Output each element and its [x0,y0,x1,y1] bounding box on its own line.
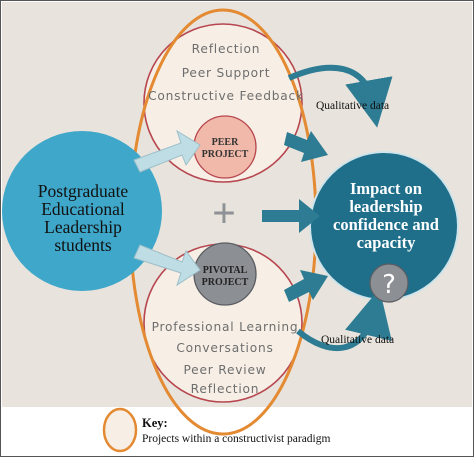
peer-project-label: PEER PROJECT [202,137,249,160]
top-activity-item: Peer Support [182,66,271,80]
arrow-students-to-peer [133,129,201,173]
students-label-line: Leadership [44,217,122,237]
pivotal-project-label-line: PIVOTAL [203,265,248,276]
pivotal-project-label-line: PROJECT [202,277,249,288]
students-label-line: Postgraduate [38,181,129,201]
arrow-plus-to-impact [262,199,320,233]
impact-label: Impact on leadership confidence and capa… [333,179,439,252]
bottom-activity-item: Reflection [191,382,260,396]
impact-label-line: Impact on [350,179,422,198]
impact-label-line: confidence and [333,215,439,234]
arrow-peer-to-impact [284,131,328,162]
key-swatch [102,407,138,453]
students-circle [2,131,162,291]
bottom-activity-item: Peer Review [183,363,266,377]
bottom-activity-item: Professional Learning [152,320,299,334]
impact-label-line: leadership [349,197,422,216]
students-label-line: students [54,235,112,255]
key-title: Key: [142,416,168,430]
qualitative-arrow-bottom [296,288,392,351]
qualitative-arrow-top [287,64,393,128]
top-activities-list: Reflection Peer Support Constructive Fee… [148,42,304,103]
key-description: Projects within a constructivist paradig… [142,433,330,445]
qualitative-data-label-bottom: Qualitative data [321,334,394,346]
bottom-activities-list: Professional Learning Conversations Peer… [152,320,299,396]
impact-label-line: capacity [357,233,416,252]
arrow-students-to-pivotal [133,244,201,287]
peer-project-label-line: PROJECT [202,149,249,160]
arrow-pivotal-to-impact [284,270,328,302]
bottom-activity-item: Conversations [176,341,273,355]
qualitative-data-label-top: Qualitative data [316,100,389,112]
students-label: Postgraduate Educational Leadership stud… [38,181,129,255]
students-label-line: Educational [41,199,125,219]
pivotal-project-label: PIVOTAL PROJECT [202,265,249,288]
plus-symbol: + [212,191,236,237]
question-badge [369,263,409,303]
peer-project-label-line: PEER [212,137,239,148]
question-mark-icon: ? [382,270,396,300]
top-activity-item: Constructive Feedback [148,89,304,103]
top-activity-item: Reflection [192,42,261,56]
